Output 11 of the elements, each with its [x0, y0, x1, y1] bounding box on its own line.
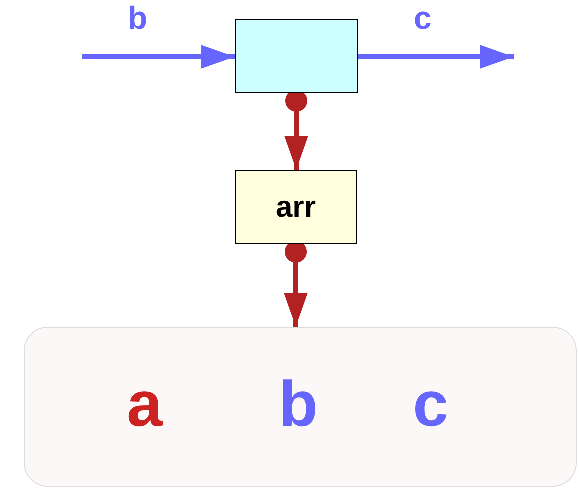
arrow	[82, 45, 235, 69]
array-element: b	[279, 372, 318, 436]
process-box	[235, 170, 357, 244]
array-element: a	[127, 372, 163, 436]
box-label: arr	[276, 190, 316, 226]
process-box	[235, 19, 358, 93]
edge-label: c	[414, 2, 432, 34]
array-panel	[24, 327, 577, 487]
edge-label: b	[128, 2, 148, 34]
arrow	[358, 45, 514, 69]
array-element: c	[413, 372, 449, 436]
